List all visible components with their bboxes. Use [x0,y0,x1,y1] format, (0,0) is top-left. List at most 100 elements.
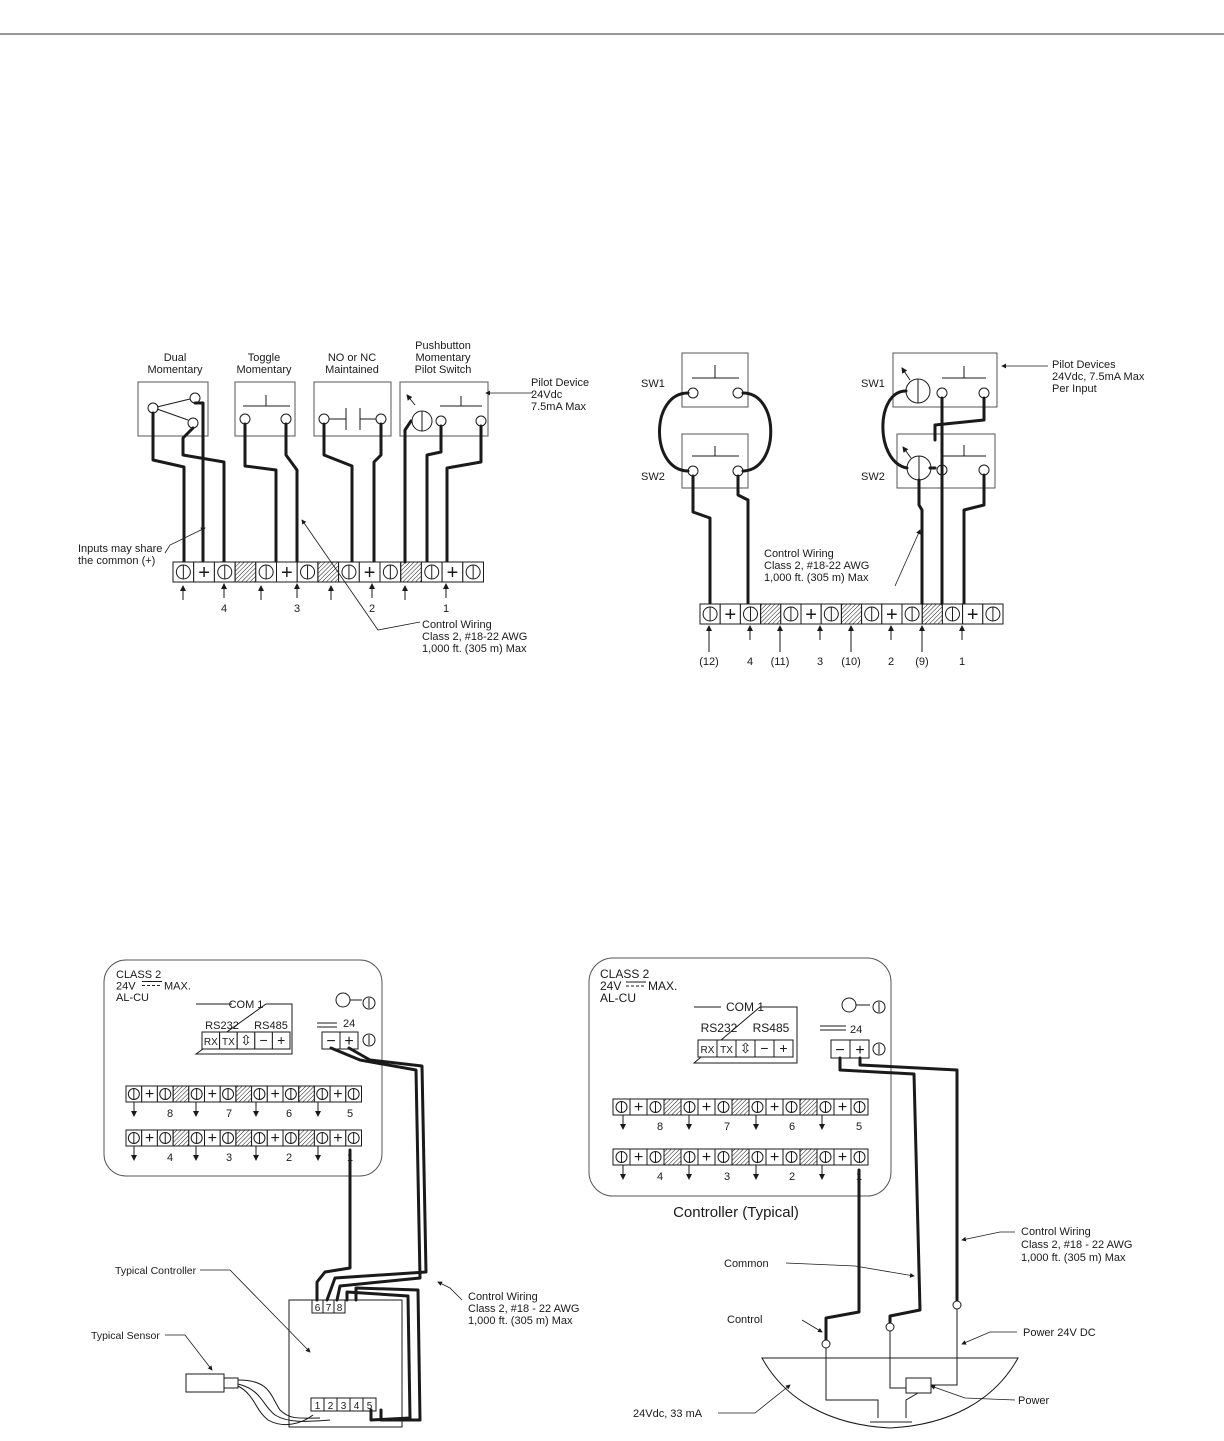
com-terminal-label: + [779,1040,787,1056]
max-label: MAX. [164,981,191,993]
protocol-label: RS232 [205,1020,239,1032]
voltage-label: 24V [116,981,136,993]
input-number: (10) [841,656,861,668]
wiring-note: Control Wiring [764,548,834,560]
pilot-device-note: 24Vdc [531,389,563,401]
input-number: 2 [369,603,375,615]
device-label: Pushbutton [415,340,471,352]
com-terminal-label: − [260,1032,268,1048]
controller-enclosure [103,959,383,1177]
switch-label: SW1 [861,378,885,390]
plus-mark: + [208,1086,217,1103]
plus-mark: + [208,1130,217,1147]
device-label: Dual [164,352,187,364]
com-terminal-label: ⇳ [740,1040,752,1056]
power-dc-label: Power 24V DC [1023,1327,1096,1339]
input-number: (9) [915,656,928,668]
pilot-devices-note: Per Input [1052,383,1097,395]
minus-mark: − [326,1033,335,1050]
common-terminal [317,561,340,583]
plus-mark: + [805,604,817,626]
plus-mark: + [145,1086,154,1103]
power-component [905,1377,932,1394]
max-label: MAX. [648,979,677,993]
terminal-strip-4-1: ++++ [612,1148,869,1166]
plus-mark: + [364,562,376,584]
common-terminal [235,1129,253,1147]
plus-mark: + [281,562,293,584]
typical-sensor-label: Typical Sensor [91,1330,160,1342]
wiring-note: Control Wiring [468,1291,538,1303]
terminal-strip-4-1: ++++ [125,1129,362,1147]
plus-mark: + [447,562,459,584]
common-terminal [663,1098,682,1116]
input-number: (12) [699,656,719,668]
plus-mark: + [198,562,210,584]
input-number: (11) [771,656,790,668]
input-number: 2 [789,1171,795,1183]
plus-mark: + [886,604,898,626]
common-terminal [172,1085,190,1103]
common-terminal [760,603,782,625]
plus-mark: + [333,1086,342,1103]
power-terminal-block: − + [820,997,886,1059]
control-label: Control [727,1314,762,1326]
plus-mark: + [634,1149,643,1166]
common-terminal [731,1148,750,1166]
input-number: 2 [286,1152,292,1164]
input-number: 3 [724,1171,730,1183]
wiring-note: 1,000 ft. (305 m) Max [468,1315,573,1327]
input-number: 8 [657,1121,663,1133]
input-number: 3 [817,656,823,668]
plus-mark: + [724,604,736,626]
sensor-terminals [821,1300,962,1349]
common-terminal [799,1098,818,1116]
common-terminal [234,561,257,583]
input-number: 7 [226,1108,232,1120]
wiring-note: 1,000 ft. (305 m) Max [764,572,869,584]
controller-terminal-number: 2 [328,1401,334,1412]
device-label: NO or NC [328,352,376,364]
sensor-rating: 24Vdc, 33 mA [633,1408,703,1420]
sw1-left-symbol [687,365,744,399]
input-number: 4 [167,1152,173,1164]
input-number: 5 [347,1108,353,1120]
input-number: 4 [221,603,227,615]
common-terminal [921,603,943,625]
switch-label: SW2 [861,471,885,483]
material-label: AL-CU [600,991,636,1005]
common-label: Common [724,1258,769,1270]
input-number: 1 [959,656,965,668]
common-terminal [840,603,863,625]
device-label: Maintained [325,364,379,376]
plus-mark: + [270,1130,279,1147]
wiring-note: Class 2, #18-22 AWG [422,631,527,643]
plus-mark: + [702,1149,711,1166]
plus-mark: + [770,1099,779,1116]
common-terminal [298,1085,315,1103]
terminal-strip-8-5: ++++ [612,1098,869,1116]
controller-terminal-number: 7 [326,1303,332,1314]
class-label: CLASS 2 [600,967,650,981]
power-24-label: 24 [850,1024,862,1036]
input-number: 7 [724,1121,730,1133]
pilot-devices-note: Pilot Devices [1052,359,1116,371]
plus-mark: + [333,1130,342,1147]
wiring-note: Class 2, #18 - 22 AWG [1021,1239,1132,1251]
voltage-label: 24V [600,979,621,993]
protocol-label: RS485 [753,1021,790,1035]
maintained-device [313,381,392,437]
sensor-internal-circuit [825,1309,958,1423]
com-terminal [773,1039,794,1058]
protocol-label: RS485 [254,1020,288,1032]
plus-mark: + [344,1033,353,1050]
input-number: 2 [888,656,894,668]
common-terminal [799,1148,818,1166]
sw1-right-symbol [901,366,990,404]
common-terminal [298,1129,315,1147]
plus-mark: + [838,1099,847,1116]
